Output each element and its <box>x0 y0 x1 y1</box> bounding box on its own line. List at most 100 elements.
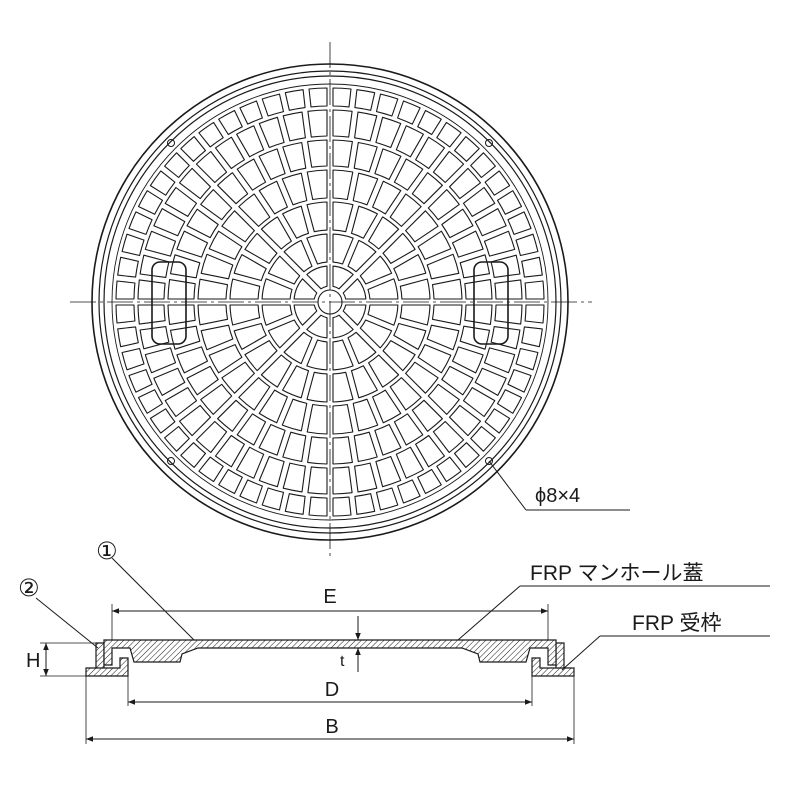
tile <box>393 158 424 191</box>
dimension-H: H <box>26 642 96 677</box>
tile <box>374 423 402 456</box>
tile <box>282 205 310 239</box>
tile <box>397 479 421 504</box>
tile <box>281 398 308 432</box>
tile <box>236 158 267 191</box>
tile <box>169 325 201 350</box>
tile <box>195 150 228 184</box>
tile <box>307 109 328 138</box>
lid-edge <box>103 75 557 529</box>
tile <box>137 304 166 325</box>
tile <box>281 172 308 206</box>
hole-callout: ϕ8×4 <box>488 460 630 511</box>
tile <box>261 487 285 511</box>
tile <box>417 468 442 495</box>
tile <box>229 304 261 326</box>
tile <box>332 371 354 403</box>
tile <box>354 462 378 493</box>
lid-name-label: FRP マンホール蓋 <box>530 562 703 585</box>
tile <box>350 365 378 399</box>
tile <box>178 404 212 437</box>
tile <box>137 279 166 300</box>
tile <box>462 186 496 217</box>
tile <box>233 254 267 282</box>
lid-section <box>103 639 557 666</box>
tile <box>244 232 278 264</box>
tile <box>393 322 427 350</box>
tile <box>239 100 263 125</box>
tile <box>238 377 271 411</box>
tile <box>258 148 286 181</box>
tile <box>367 278 399 300</box>
tile <box>405 361 439 394</box>
tile <box>164 186 198 217</box>
tile <box>342 304 367 326</box>
tile <box>372 180 402 215</box>
tile <box>267 255 301 285</box>
tile <box>115 280 136 300</box>
tile <box>164 152 190 179</box>
tile <box>332 87 352 108</box>
tile <box>332 109 353 138</box>
tile <box>121 347 145 371</box>
tile <box>208 344 243 374</box>
section-view: ① ② FRP マンホール蓋 FRP 受枠 E <box>18 538 770 744</box>
tile <box>164 425 190 452</box>
tile <box>524 304 545 324</box>
part-marker-1: ① <box>96 538 195 641</box>
tile <box>368 354 400 388</box>
tile <box>306 265 328 290</box>
tile <box>415 136 446 170</box>
tile <box>462 387 496 418</box>
tile <box>221 361 255 394</box>
tile <box>258 116 285 149</box>
tile <box>195 420 228 454</box>
tile <box>282 111 306 142</box>
tile <box>354 89 376 111</box>
tile <box>198 121 224 148</box>
lid-label-callout: FRP マンホール蓋 <box>457 562 770 641</box>
tile <box>218 109 243 136</box>
tile <box>137 190 164 215</box>
tile <box>411 172 443 205</box>
dimension-t: t <box>340 616 361 672</box>
bolt-hole <box>167 139 175 147</box>
tile <box>217 399 249 432</box>
tile <box>464 279 493 300</box>
tile <box>496 190 523 215</box>
tile <box>484 170 511 196</box>
tile <box>180 136 207 162</box>
tile <box>490 326 521 350</box>
tile <box>451 346 484 374</box>
tile <box>176 230 209 258</box>
tile <box>332 265 354 290</box>
tile <box>261 278 293 300</box>
tile <box>200 253 234 280</box>
tile <box>167 279 196 300</box>
tile <box>515 347 539 371</box>
part-marker-2: ② <box>18 575 99 649</box>
anti-slip-tile-pattern <box>115 87 545 517</box>
tile <box>307 139 328 168</box>
frame-label-callout: FRP 受枠 <box>561 612 770 671</box>
tile <box>169 254 201 279</box>
dimension-t-label: t <box>340 653 345 670</box>
tile <box>200 383 233 415</box>
tile <box>217 172 249 205</box>
frame-ring <box>98 70 562 534</box>
outer-rim <box>91 63 569 541</box>
tile <box>453 136 480 162</box>
tile <box>128 211 153 235</box>
tile <box>197 278 229 300</box>
tile <box>382 340 416 372</box>
tile <box>186 208 219 239</box>
tile <box>149 408 176 434</box>
tile <box>121 233 145 257</box>
tile <box>441 208 474 239</box>
tile <box>426 324 460 351</box>
tile <box>375 487 399 511</box>
tile <box>448 404 482 437</box>
tile <box>233 322 267 350</box>
tile <box>417 230 452 260</box>
